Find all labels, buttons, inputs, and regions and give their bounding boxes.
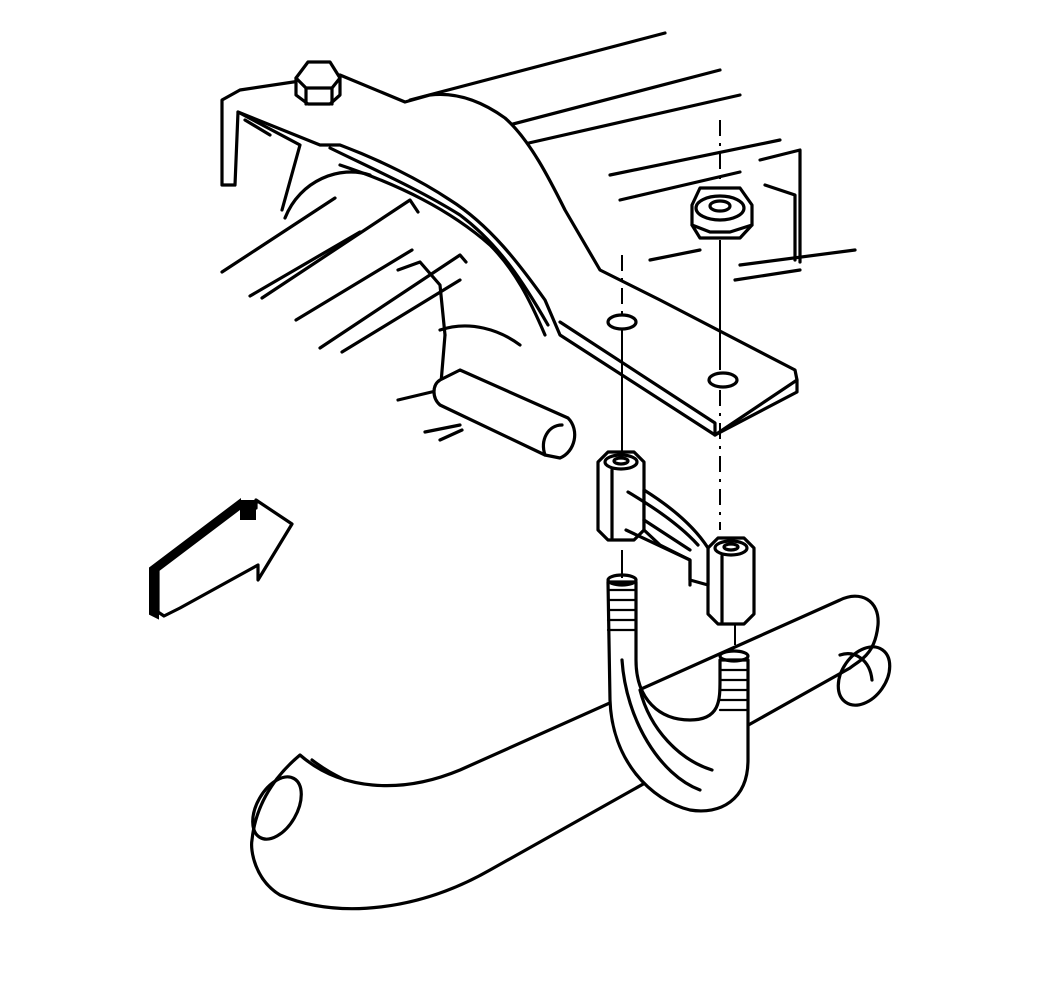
view-direction-arrow xyxy=(149,497,294,620)
frame-rail xyxy=(220,31,857,460)
bracket-strap xyxy=(220,73,799,437)
mounting-holes xyxy=(606,313,739,389)
u-bolt-clamp xyxy=(606,573,750,813)
rubber-isolator-hanger xyxy=(596,450,756,626)
hex-nut xyxy=(690,186,754,240)
assembly-axis-lines xyxy=(621,120,736,645)
hex-bolt xyxy=(294,60,342,106)
exhaust-pipe xyxy=(250,594,892,911)
